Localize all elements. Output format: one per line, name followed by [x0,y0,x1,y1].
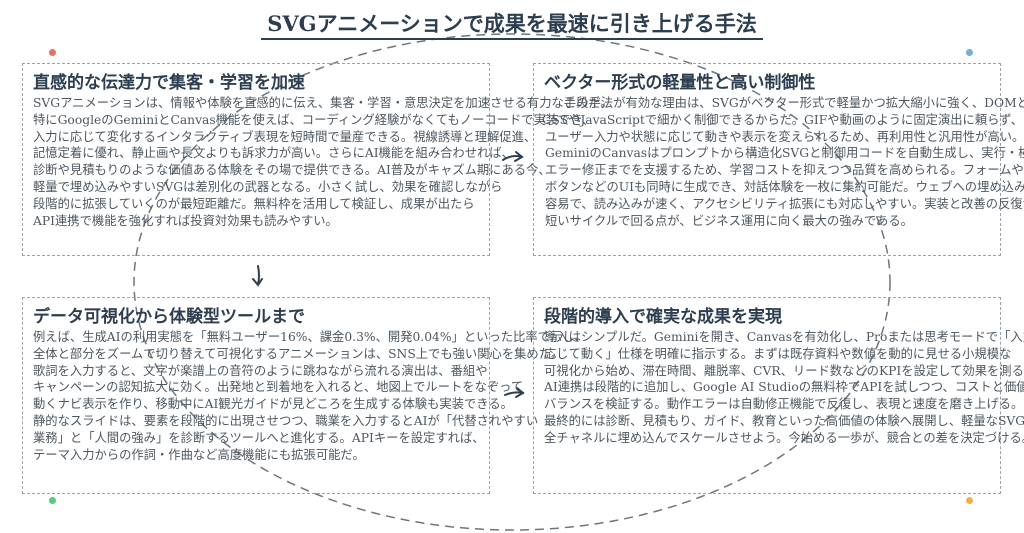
body-line: キャンペーンの認知拡大に効く。出発地と到着地を入れると、地図上でルートをなぞって [33,380,524,395]
panel-body: この手法が有効な理由は、SVGがベクター形式で軽量かつ拡大縮小に強く、DOMとし… [542,95,1024,229]
body-line: 例えば、生成AIの利用実態を「無料ユーザー16%、課金0.3%、開発0.04%」… [33,330,587,344]
body-line: 動くナビ表示を作り、移動中にAI観光ガイドが見どころを生成する体験も実装できる。 [33,397,513,412]
panel-body: SVGアニメーションは、情報や体験を直感的に伝え、集客・学習・意思決定を加速させ… [33,95,613,229]
body-line: 最終的には診断、見積もり、ガイド、教育といった高価値の体験へ展開し、軽量なSVG… [544,413,1024,428]
body-line: 業務」と「人間の強み」を診断するツールへと進化する。APIキーを設定すれば、 [33,430,485,445]
body-line: 記憶定着に優れ、静止画や長文よりも訴求力が高い。さらにAI機能を組み合わせれば、 [33,146,514,161]
body-line: テーマ入力からの作詞・作曲など高度機能にも拡張可能だ。 [33,447,365,462]
body-line: バランスを検証する。動作エラーは自動修正機能で反復し、表現と速度を磨き上げる。 [544,397,1024,412]
body-line: 短いサイクルで回る点が、ビジネス運用に向く最大の強みである。 [545,213,913,228]
body-line: 歌詞を入力すると、文字が楽譜上の音符のように跳ねながら流れる演出は、番組や [33,363,488,378]
body-line: GeminiのCanvasはプロンプトから構造化SVGと制御用コードを自動生成し… [545,146,1024,161]
body-line: 導入はシンプルだ。Geminiを開き、Canvasを有効化し、Proまたは思考モ… [544,330,1024,344]
body-line: この手法が有効な理由は、SVGがベクター形式で軽量かつ拡大縮小に強く、DOMとし… [564,96,1024,110]
panel-body: 例えば、生成AIの利用実態を「無料ユーザー16%、課金0.3%、開発0.04%」… [33,329,587,463]
body-line: 静的なスライドは、要素を段階的に出現させつつ、職業を入力するとAIが「代替されや… [33,413,539,428]
body-line: 容易で、読み込みが速く、アクセシビリティ拡張にも対応しやすい。実装と改善の反復が [545,196,1024,211]
corner-dot-green [49,497,56,504]
panel-intuitive-communication: 直感的な伝達力で集客・学習を加速 SVGアニメーションは、情報や体験を直感的に伝… [22,63,613,256]
panel-heading: ベクター形式の軽量性と高い制御性 [544,73,816,93]
arrow-down-icon [252,265,263,287]
body-line: SVGアニメーションは、情報や体験を直感的に伝え、集客・学習・意思決定を加速させ… [33,96,613,110]
body-line: 可視化から始め、滞在時間、離脱率、CVR、リード数などのKPIを設定して効果を測… [544,363,1024,378]
page-title: SVGアニメーションで成果を最速に引き上げる手法 [0,8,1024,40]
panel-body: 導入はシンプルだ。Geminiを開き、Canvasを有効化し、Proまたは思考モ… [544,329,1024,447]
panel-vector-control: ベクター形式の軽量性と高い制御性 この手法が有効な理由は、SVGがベクター形式で… [533,63,1024,256]
body-line: 軽量で埋め込みやすいSVGは差別化の武器となる。小さく試し、効果を確認しながら [33,179,503,194]
corner-dot-blue [966,49,973,56]
body-line: ユーザー入力や状態に応じて動きや表示を変えられるため、再利用性と汎用性が高い。 [545,129,1024,144]
panel-heading: 段階的導入で確実な成果を実現 [544,307,782,327]
body-line: 入力に応じて変化するインタラクティブ表現を短時間で量産できる。視線誘導と理解促進… [33,129,537,144]
body-line: 段階的に拡張していくのが最短距離だ。無料枠を活用して検証し、成果が出たら [33,196,475,211]
body-line: 応じて動く」仕様を明確に指示する。まずは既存資料や数値を動的に見せる小規模な [544,346,1012,361]
body-line: ボタンなどのUIも同時に生成でき、対話体験を一枚に集約可能だ。ウェブへの埋め込み… [545,179,1024,194]
arrow-right-icon [502,151,524,162]
panel-heading: 直感的な伝達力で集客・学習を加速 [33,73,305,93]
panel-heading: データ可視化から体験型ツールまで [33,307,305,327]
body-line: API連携で機能を強化すれば投資対効果も読みやすい。 [33,213,338,228]
corner-dot-orange [966,497,973,504]
dashed-cycle-ellipse [133,33,891,531]
body-line: 特にGoogleのGeminiとCanvas機能を使えば、コーディング経験がなく… [33,112,595,127]
body-line: 全チャネルに埋め込んでスケールさせよう。今始める一歩が、競合との差を決定づける。 [544,430,1024,445]
corner-dot-red [49,49,56,56]
body-line: エラー修正までを支援するため、学習コストを抑えつつ品質を高められる。フォームや [545,163,1024,178]
body-line: AI連携は段階的に追加し、Google AI Studioの無料枠でAPIを試し… [544,380,1024,395]
panel-phased-adoption: 段階的導入で確実な成果を実現 導入はシンプルだ。Geminiを開き、Canvas… [533,297,1024,494]
arrow-right-icon [504,387,525,398]
panel-data-visualization: データ可視化から体験型ツールまで 例えば、生成AIの利用実態を「無料ユーザー16… [22,297,587,494]
body-line: 全体と部分をズームで切り替えて可視化するアニメーションは、SNS上でも強い関心を… [33,346,564,361]
body-line: CSSやJavaScriptで細かく制御できるからだ。GIFや動画のように固定演… [542,112,1023,127]
body-line: 診断や見積もりのような価値ある体験をその場で提供できる。AI普及がキャズム期にあ… [33,163,551,178]
